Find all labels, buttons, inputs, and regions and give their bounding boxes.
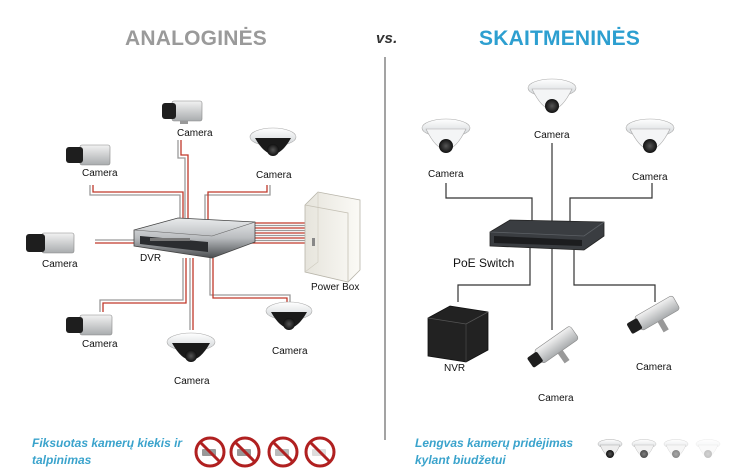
digital-dome-right <box>625 118 675 153</box>
analog-camera-upper-left-label: Camera <box>82 168 118 179</box>
analog-dome-lower-right <box>265 301 313 330</box>
dome-camera-icon-3 <box>663 439 689 458</box>
digital-note-line2: kylant biudžetui <box>415 453 506 467</box>
digital-dome-right-label: Camera <box>632 172 668 183</box>
analog-camera-left <box>26 232 75 254</box>
digital-bullet-right-label: Camera <box>636 362 672 373</box>
nvr-device <box>427 305 489 363</box>
analog-note-line1: Fiksuotas kamerų kiekis ir <box>32 436 183 450</box>
prohibited-camera-icon-1 <box>194 436 226 468</box>
analog-camera-top-label: Camera <box>177 128 213 139</box>
analog-camera-lower-left <box>66 314 113 336</box>
prohibited-camera-icon-4 <box>304 436 336 468</box>
analog-camera-lower-left-label: Camera <box>82 339 118 350</box>
prohibited-camera-icon-2 <box>229 436 261 468</box>
poe-switch-device <box>489 219 605 251</box>
analog-camera-top <box>162 100 203 124</box>
vs-label: vs. <box>376 30 398 47</box>
analog-note-line2: talpinimas <box>32 453 92 467</box>
digital-title: SKAITMENINĖS <box>479 27 641 50</box>
digital-dome-top-label: Camera <box>534 130 570 141</box>
analog-cables <box>89 140 305 330</box>
prohibited-camera-icon-3 <box>267 436 299 468</box>
dvr-label: DVR <box>140 253 162 264</box>
digital-note-line1: Lengvas kamerų pridėjimas <box>415 436 574 450</box>
analog-dome-bottom-label: Camera <box>174 376 210 387</box>
analog-dome-bottom <box>166 332 216 362</box>
power-box <box>304 191 361 283</box>
dome-camera-icon-4 <box>695 439 721 458</box>
dvr-device <box>133 217 256 259</box>
analog-camera-upper-left <box>66 144 111 166</box>
analog-title: ANALOGINĖS <box>125 27 268 50</box>
digital-dome-left <box>421 118 471 153</box>
digital-cables <box>445 143 656 330</box>
digital-bullet-bottom-label: Camera <box>538 393 574 404</box>
analog-dome-upper-right <box>249 127 297 156</box>
digital-note: Lengvas kamerų pridėjimas kylant biudžet… <box>415 435 573 469</box>
analog-dome-lower-right-label: Camera <box>272 346 308 357</box>
digital-dome-left-label: Camera <box>428 169 464 180</box>
poe-switch-label: PoE Switch <box>453 256 515 270</box>
nvr-label: NVR <box>444 363 466 374</box>
dome-camera-icon-1 <box>597 439 623 458</box>
power-box-label: Power Box <box>311 282 360 293</box>
digital-dome-top <box>527 78 577 113</box>
analog-dome-upper-right-label: Camera <box>256 170 292 181</box>
digital-bullet-right <box>627 295 680 334</box>
analog-note: Fiksuotas kamerų kiekis ir talpinimas <box>32 435 182 469</box>
analog-camera-left-label: Camera <box>42 259 78 270</box>
dome-camera-icon-2 <box>631 439 657 458</box>
digital-bullet-bottom <box>527 326 579 368</box>
